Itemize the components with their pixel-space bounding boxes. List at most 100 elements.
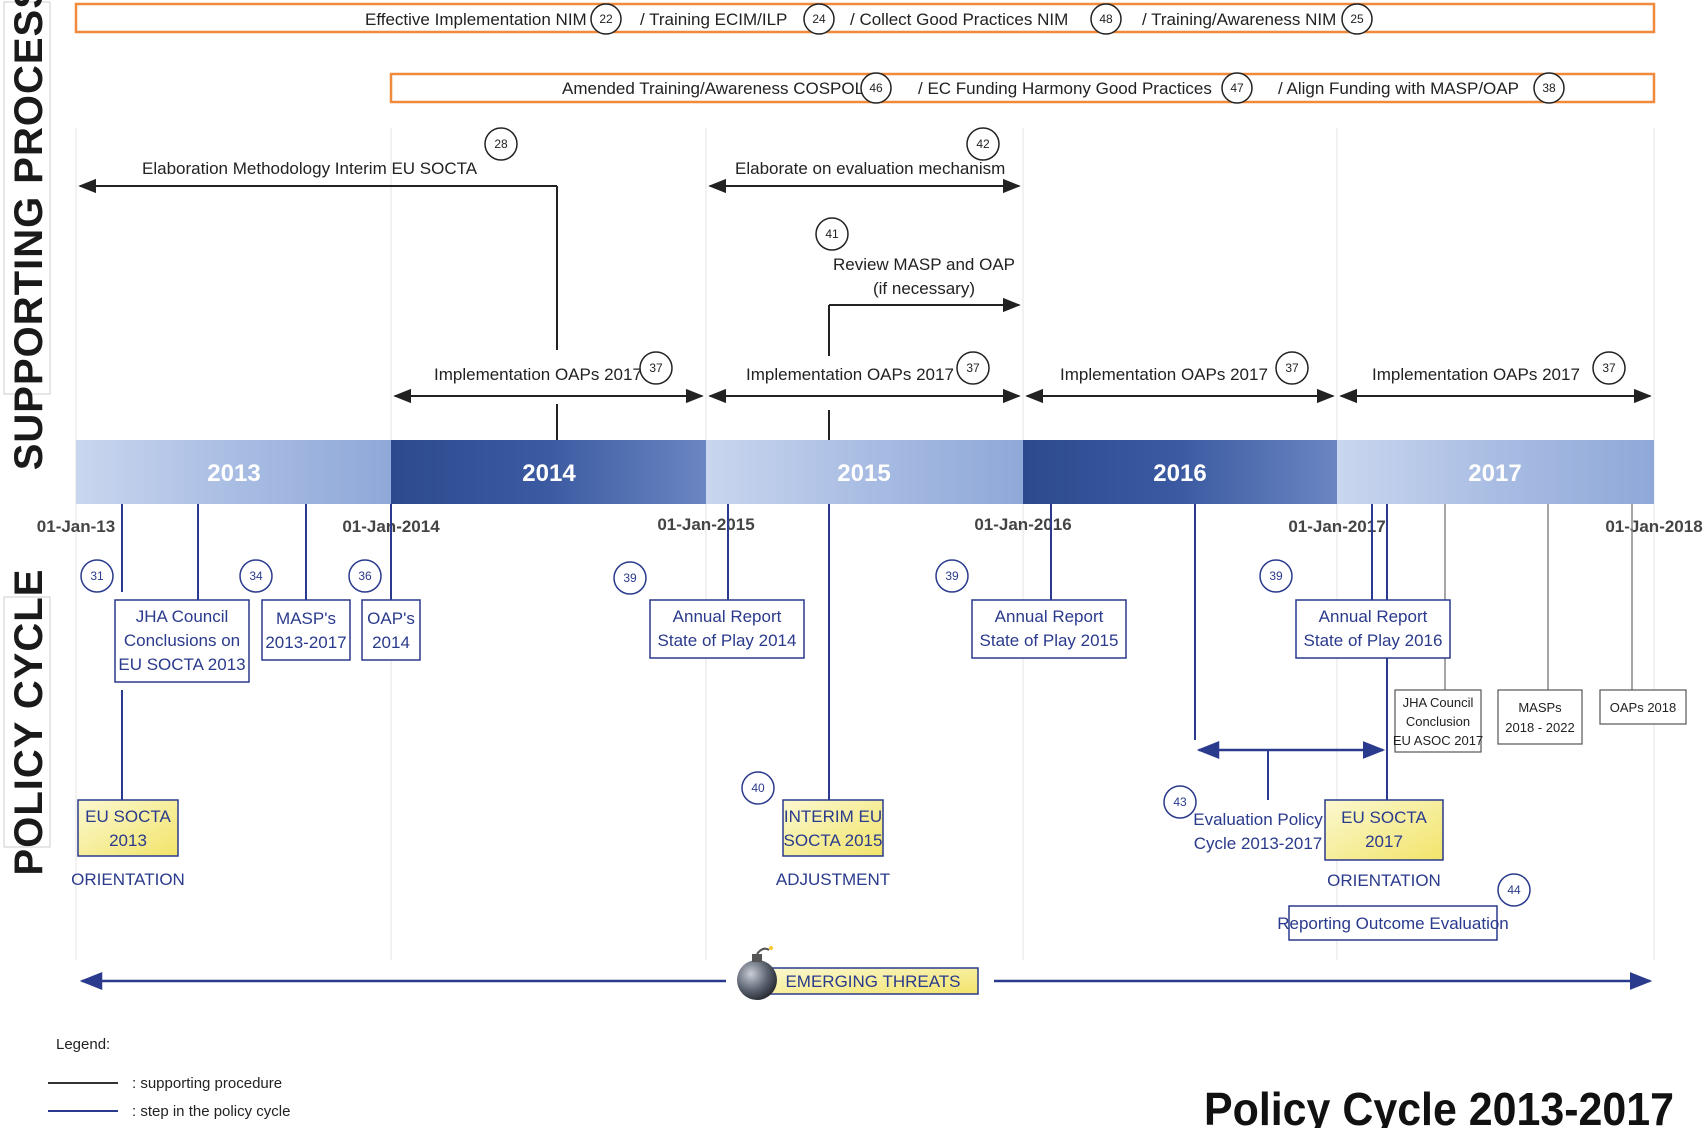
orientation-caption: ORIENTATION (71, 870, 185, 889)
box-eu-socta-2013: EU SOCTA 2013 ORIENTATION (71, 799, 185, 889)
jha-line3: EU SOCTA 2013 (118, 655, 245, 674)
policy-cycle-label: POLICY CYCLE (7, 569, 51, 876)
bar-item-collect-good-practices: / Collect Good Practices NIM (850, 10, 1068, 29)
step-number: 48 (1099, 12, 1113, 26)
legend-title: Legend: (56, 1036, 110, 1053)
date-label: 01-Jan-13 (37, 517, 115, 536)
annual2014-line1: Annual Report (673, 607, 782, 626)
bar-item-ec-funding: / EC Funding Harmony Good Practices (918, 79, 1212, 98)
step-number-circle (1533, 72, 1565, 104)
step-number: 34 (249, 569, 263, 583)
step-evaluation-policy-cycle: 43 Evaluation Policy Cycle 2013-2017 (1163, 785, 1323, 853)
bar-item-align-funding: / Align Funding with MASP/OAP (1278, 79, 1519, 98)
bar-item-amended-training: Amended Training/Awareness COSPOL (562, 79, 864, 98)
annual2015-line2: State of Play 2015 (980, 631, 1119, 650)
review-label: Review MASP and OAP (833, 255, 1015, 274)
step-31: 31 (80, 559, 114, 593)
step-number: 44 (1507, 883, 1521, 897)
step-elaboration-methodology: Elaboration Methodology Interim EU SOCTA… (78, 127, 558, 440)
implementation-label: Implementation OAPs 2017 (434, 365, 642, 384)
year-segment-2016 (1023, 440, 1337, 504)
year-segment-2015 (706, 440, 1023, 504)
year-segment-2014 (391, 440, 706, 504)
date-labels: 01-Jan-13 01-Jan-2014 01-Jan-2015 01-Jan… (37, 515, 1703, 536)
gray-connector-lines (1444, 504, 1633, 690)
step-number-circle (1090, 3, 1122, 35)
legend-supporting-label: : supporting procedure (132, 1075, 282, 1092)
bar-item-effective-implementation: Effective Implementation NIM (365, 10, 587, 29)
socta2017-line1: EU SOCTA (1341, 808, 1427, 827)
year-label: 2013 (207, 460, 260, 487)
bomb-icon (737, 946, 777, 1000)
implementation-oaps-row: Implementation OAPs 2017 37 Implementati… (393, 351, 1652, 404)
diagram-title: Policy Cycle 2013-2017 (1204, 1083, 1674, 1128)
step-number: 25 (1350, 12, 1364, 26)
legend-policy-label: : step in the policy cycle (132, 1103, 290, 1120)
legend: Legend: : supporting procedure : step in… (48, 1036, 290, 1120)
box-jha-council-2017: JHA Council Conclusion EU ASOC 2017 (1393, 689, 1483, 753)
step-number: 39 (623, 571, 637, 585)
side-label-policy-cycle: POLICY CYCLE (3, 569, 51, 876)
step-number: 46 (869, 81, 883, 95)
emerging-threats-label: EMERGING THREATS (785, 972, 960, 991)
orientation-caption: ORIENTATION (1327, 871, 1441, 890)
box-eu-socta-2017: EU SOCTA 2017 ORIENTATION (1324, 799, 1444, 890)
jha-line2: Conclusions on (124, 631, 240, 650)
masp-line2: 2013-2017 (265, 633, 346, 652)
year-label: 2017 (1468, 460, 1521, 487)
adjustment-caption: ADJUSTMENT (776, 870, 890, 889)
step-number: 38 (1542, 81, 1556, 95)
step-number: 39 (945, 569, 959, 583)
step-number: 22 (599, 12, 613, 26)
implementation-label: Implementation OAPs 2017 (746, 365, 954, 384)
box-oaps-2018: OAPs 2018 (1599, 689, 1687, 725)
box-annual-report-2015: 39 Annual Report State of Play 2015 (935, 559, 1127, 659)
evaluation-mechanism-label: Elaborate on evaluation mechanism (735, 159, 1005, 178)
jha-line1: JHA Council (136, 607, 229, 626)
step-number-circle (803, 3, 835, 35)
step-number: 40 (751, 781, 765, 795)
step-number: 47 (1230, 81, 1244, 95)
annual2016-line1: Annual Report (1319, 607, 1428, 626)
annual2016-line2: State of Play 2016 (1304, 631, 1443, 650)
jha2017-line2: Conclusion (1406, 714, 1470, 729)
date-label: 01-Jan-2018 (1605, 517, 1702, 536)
masps2018-line1: MASPs (1518, 700, 1562, 715)
jha2017-line1: JHA Council (1403, 695, 1474, 710)
step-number-circle (860, 72, 892, 104)
step-number: 24 (812, 12, 826, 26)
step-number: 39 (1269, 569, 1283, 583)
date-label: 01-Jan-2017 (1288, 517, 1385, 536)
oaps2018-label: OAPs 2018 (1610, 700, 1677, 715)
masps2018-line2: 2018 - 2022 (1505, 720, 1574, 735)
box-masps-2013-2017: 34 MASP's 2013-2017 (239, 559, 351, 661)
implementation-label: Implementation OAPs 2017 (1372, 365, 1580, 384)
supporting-bar-second: Amended Training/Awareness COSPOL 46 / E… (389, 72, 1656, 104)
year-timeline-band: 2013 2014 2015 2016 2017 (76, 440, 1654, 504)
step-number: 42 (976, 137, 990, 151)
step-number-circle (1341, 3, 1373, 35)
step-number: 37 (1602, 361, 1616, 375)
step-review-masp-oap: 41 Review MASP and OAP (if necessary) (815, 217, 1021, 440)
oap-line2: 2014 (372, 633, 410, 652)
oap-line1: OAP's (367, 609, 415, 628)
year-segment-2017 (1337, 440, 1654, 504)
step-number: 37 (966, 361, 980, 375)
year-label: 2015 (837, 460, 890, 487)
step-number-circle (1221, 72, 1253, 104)
emerging-threats-row: EMERGING THREATS (79, 946, 1653, 1000)
bar-item-training-ecim: / Training ECIM/ILP (640, 10, 787, 29)
socta2017-line2: 2017 (1365, 832, 1403, 851)
interim-line1: INTERIM EU (784, 807, 882, 826)
side-label-supporting-processes: SUPPORTING PROCESSES (3, 0, 51, 470)
box-interim-eu-socta-2015: 40 INTERIM EU SOCTA 2015 ADJUSTMENT (741, 771, 890, 889)
box-masps-2018-2022: MASPs 2018 - 2022 (1497, 689, 1583, 745)
bar-item-training-awareness-nim: / Training/Awareness NIM (1142, 10, 1336, 29)
box-annual-report-2016: 39 Annual Report State of Play 2016 (1259, 559, 1451, 659)
box-reporting-outcome-evaluation: 44 Reporting Outcome Evaluation (1277, 873, 1531, 941)
annual2014-line2: State of Play 2014 (658, 631, 797, 650)
review-note: (if necessary) (873, 279, 975, 298)
step-number: 37 (1285, 361, 1299, 375)
elaboration-label: Elaboration Methodology Interim EU SOCTA (142, 159, 478, 178)
